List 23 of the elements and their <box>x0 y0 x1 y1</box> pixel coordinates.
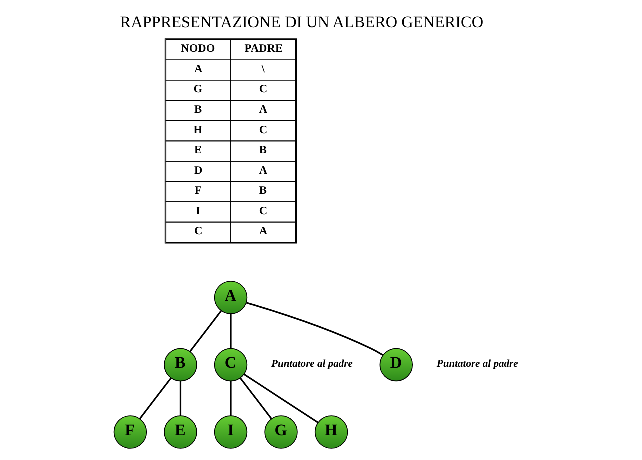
label: \ <box>262 63 265 76</box>
label: Puntatore al padre <box>272 358 353 370</box>
label: Puntatore al padre <box>436 358 518 370</box>
label: H <box>194 124 203 136</box>
label: F <box>194 185 202 198</box>
label: PADRE <box>244 43 284 56</box>
label: D <box>194 164 203 177</box>
diagram-title: RAPPRESENTAZIONE DI UN ALBERO GENERICO <box>120 14 484 32</box>
label: NODO <box>181 43 216 56</box>
label: C <box>259 84 268 96</box>
label: B <box>194 104 202 116</box>
label: B <box>259 185 267 198</box>
label: C <box>259 205 268 218</box>
label: A <box>194 63 203 76</box>
label: A <box>259 226 268 238</box>
label: C <box>194 226 203 238</box>
label: G <box>194 84 203 96</box>
label: I <box>196 205 201 218</box>
label: A <box>259 164 268 177</box>
label: B <box>259 144 267 157</box>
label: E <box>194 144 202 157</box>
label: A <box>259 104 268 116</box>
label: C <box>259 124 268 136</box>
